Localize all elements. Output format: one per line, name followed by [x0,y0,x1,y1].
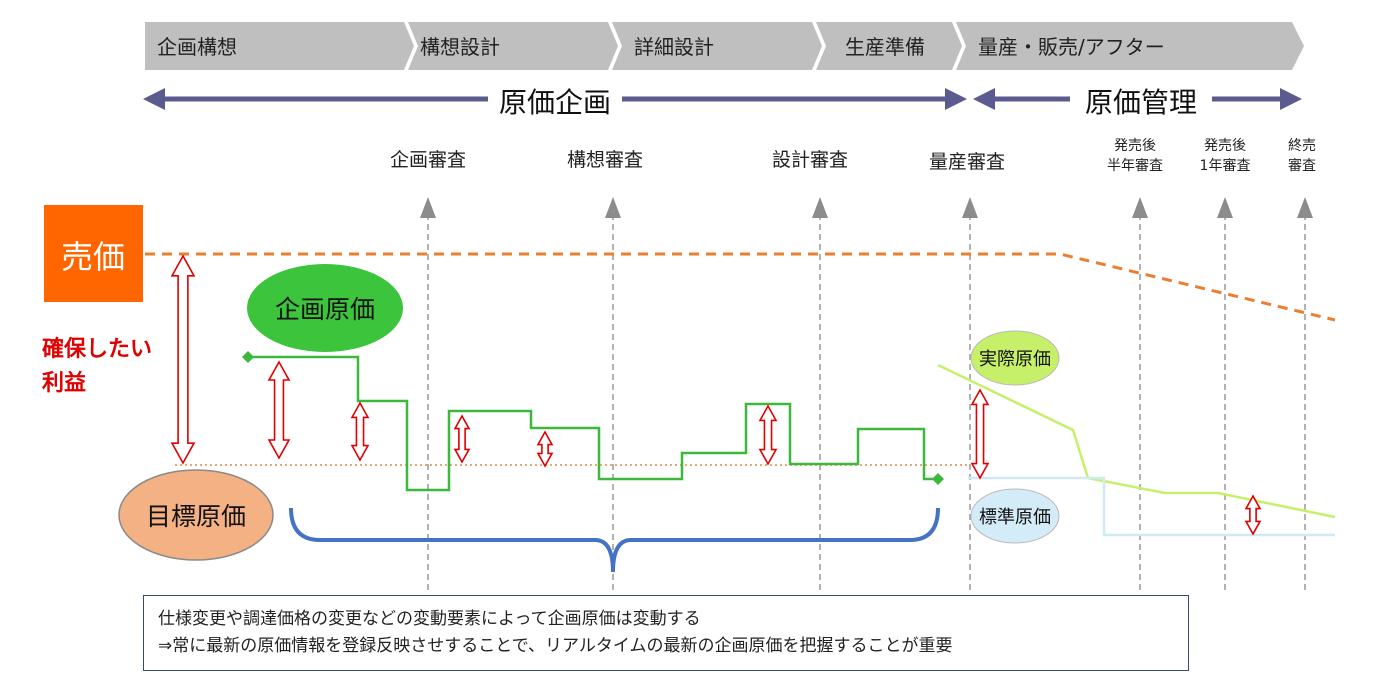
margin-double-arrow-6 [758,404,778,466]
standard-cost-badge [970,488,1060,544]
selling-price-label: 売価 [61,238,125,276]
review-marker-heads [420,197,1313,218]
margin-double-arrow-7 [970,388,990,480]
review-label-5-line2: 半年審査 [1107,158,1163,174]
actual-cost-badge [970,330,1060,386]
phase-bar: 企画構想 構想設計 詳細設計 生産準備 量産・販売/アフター [145,22,1304,70]
standard-cost-label: 標準原価 [979,507,1051,528]
phase-chevron-1 [145,22,414,70]
margin-double-arrow-2 [267,360,291,460]
review-label-3: 設計審査 [772,149,848,171]
planning-arrow-left-head [143,88,165,110]
review-head-1 [420,197,436,218]
planning-span-label: 原価企画 [499,86,611,119]
review-label-4: 量産審査 [929,151,1005,173]
target-cost-badge [118,469,274,561]
margin-double-arrow-1 [170,254,196,465]
note-box: 仕様変更や調達価格の変更などの変動要素によって企画原価は変動する ⇒常に最新の原… [143,595,1189,671]
margin-arrows [170,254,1262,536]
note-line-1: 仕様変更や調達価格の変更などの変動要素によって企画原価は変動する [158,609,701,629]
selling-price-box [44,205,143,302]
margin-double-arrow-8 [1244,494,1262,536]
review-label-2: 構想審査 [567,149,643,171]
management-arrow-left-head [973,88,995,110]
planning-variation-bracket [289,507,940,573]
margin-double-arrow-4 [453,414,471,464]
review-head-6 [1217,197,1233,218]
margin-double-arrow-5 [536,430,554,468]
planned-cost-line [248,355,938,492]
management-arrow-right-head [1280,88,1302,110]
planned-cost-label: 企画原価 [275,295,375,324]
review-label-5-line1: 発売後 [1114,138,1156,154]
planned-cost-start-marker [242,351,254,363]
planned-cost-badge [247,264,403,352]
management-span-label: 原価管理 [1085,86,1197,119]
profit-label-line2: 利益 [42,370,86,396]
planned-cost-end-marker [932,473,944,485]
review-label-6-line2: 1年審査 [1200,158,1251,174]
phase-chevron-2 [408,22,618,70]
review-label-7-line1: 終売 [1288,138,1316,154]
review-head-4 [962,197,978,218]
margin-double-arrow-3 [350,401,370,462]
phase-label-1: 企画構想 [157,35,237,59]
phase-chevron-5 [956,22,1304,70]
review-head-3 [812,197,828,218]
review-markers [427,216,1306,590]
target-cost-label: 目標原価 [146,502,246,531]
span-arrows: 原価企画 原価管理 [143,86,1302,119]
review-head-2 [605,197,621,218]
phase-label-3: 詳細設計 [634,35,714,59]
planning-arrow-right-head [945,88,967,110]
standard-cost-line [968,476,1335,537]
phase-chevron-3 [612,22,822,70]
review-label-1: 企画審査 [390,149,466,171]
actual-cost-label: 実際原価 [979,349,1051,370]
phase-label-2: 構想設計 [420,35,500,59]
phase-chevron-4 [816,22,962,70]
phase-label-5: 量産・販売/アフター [978,35,1165,59]
phase-label-4: 生産準備 [845,35,925,59]
note-line-2: ⇒常に最新の原価情報を登録反映させすることで、リアルタイムの最新の企画原価を把握… [158,636,953,656]
review-labels: 企画審査 構想審査 設計審査 量産審査 発売後 半年審査 発売後 1年審査 終売… [390,138,1316,174]
profit-label-line1: 確保したい [42,336,152,362]
review-head-5 [1132,197,1148,218]
actual-cost-line [937,363,1336,519]
review-head-7 [1297,197,1313,218]
review-label-7-line2: 審査 [1288,158,1316,174]
review-label-6-line1: 発売後 [1204,138,1246,154]
